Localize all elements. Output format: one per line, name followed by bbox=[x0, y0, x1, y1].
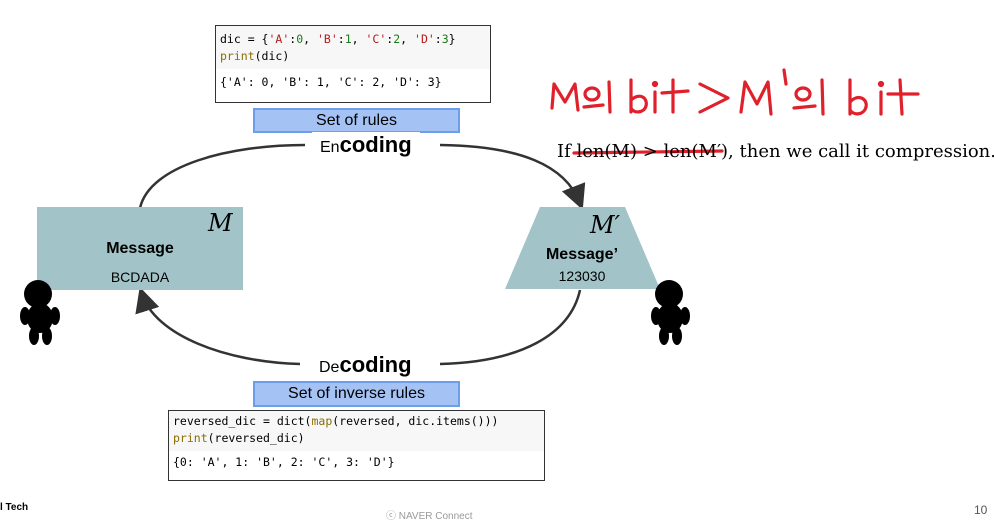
decoding-label: Decoding bbox=[311, 352, 420, 378]
code-token: , bbox=[351, 32, 366, 46]
code-token: (dic) bbox=[254, 49, 290, 63]
inverse-rules-box: Set of inverse rules bbox=[253, 381, 460, 407]
encode-code-source: dic = {'A':0, 'B':1, 'C':2, 'D':3}print(… bbox=[216, 26, 490, 69]
code-token: (reversed_dic) bbox=[207, 431, 305, 445]
encoding-arc-right bbox=[439, 143, 586, 210]
code-token: 'A' bbox=[268, 32, 290, 46]
code-token: 'B' bbox=[316, 32, 338, 46]
code-token: dic = { bbox=[220, 32, 269, 46]
code-token: : bbox=[434, 32, 442, 46]
compression-note: If len(M) > len(M′), then we call it com… bbox=[557, 141, 994, 162]
decode-code-source: reversed_dic = dict(map(reversed, dic.it… bbox=[169, 411, 544, 451]
decode-code-line: reversed_dic = dict(map(reversed, dic.it… bbox=[173, 413, 540, 430]
decode-code-line: print(reversed_dic) bbox=[173, 430, 540, 447]
page-number: 10 bbox=[974, 503, 988, 517]
person-right-icon bbox=[651, 280, 690, 345]
handwritten-annotation bbox=[550, 68, 920, 155]
code-token: print bbox=[173, 431, 208, 445]
code-token: 0 bbox=[296, 32, 304, 46]
code-token: 'C' bbox=[365, 32, 387, 46]
message-right-symbol: M′ bbox=[590, 211, 621, 239]
encoding-prefix: En bbox=[320, 139, 340, 156]
encode-code-cell: dic = {'A':0, 'B':1, 'C':2, 'D':3}print(… bbox=[215, 25, 491, 103]
decoding-main: coding bbox=[339, 352, 412, 377]
decoding-arc-right bbox=[439, 289, 582, 366]
message-left-symbol: M bbox=[208, 209, 233, 237]
rules-box: Set of rules bbox=[253, 108, 460, 133]
code-token: print bbox=[220, 49, 255, 63]
decoding-prefix: De bbox=[319, 359, 340, 376]
message-left-shape bbox=[37, 207, 243, 290]
encode-code-output: {'A': 0, 'B': 1, 'C': 2, 'D': 3} bbox=[220, 75, 442, 89]
code-token: (reversed, dic.items())) bbox=[332, 414, 499, 428]
code-token: , bbox=[303, 32, 317, 46]
code-token: map bbox=[311, 414, 333, 428]
code-token: , bbox=[400, 32, 415, 46]
code-token: 1 bbox=[344, 32, 352, 46]
message-right-title: Message’ bbox=[545, 246, 619, 263]
message-right-value: 123030 bbox=[558, 268, 606, 284]
message-left-title: Message bbox=[106, 240, 174, 257]
code-token: : bbox=[337, 32, 345, 46]
encode-code-line: print(dic) bbox=[220, 48, 486, 65]
code-token: 'D' bbox=[414, 32, 435, 46]
encoding-main: coding bbox=[339, 132, 412, 157]
decode-code-cell: reversed_dic = dict(map(reversed, dic.it… bbox=[168, 410, 545, 481]
code-token: reversed_dic = dict( bbox=[173, 414, 312, 428]
person-left-icon bbox=[20, 280, 60, 345]
footer-brand: l Tech bbox=[0, 502, 29, 513]
code-token: : bbox=[289, 32, 297, 46]
code-token: 2 bbox=[393, 32, 401, 46]
message-left-value: BCDADA bbox=[110, 269, 170, 285]
code-token: } bbox=[448, 32, 456, 46]
message-right-shape bbox=[505, 207, 660, 289]
encode-code-line: dic = {'A':0, 'B':1, 'C':2, 'D':3} bbox=[220, 31, 486, 48]
encoding-label: Encoding bbox=[312, 132, 420, 158]
encoding-arc-left bbox=[138, 143, 306, 209]
decoding-arc-left bbox=[135, 286, 301, 366]
decode-code-output: {0: 'A', 1: 'B', 2: 'C', 3: 'D'} bbox=[173, 455, 395, 469]
code-token: 3 bbox=[441, 32, 449, 46]
code-token: : bbox=[386, 32, 394, 46]
